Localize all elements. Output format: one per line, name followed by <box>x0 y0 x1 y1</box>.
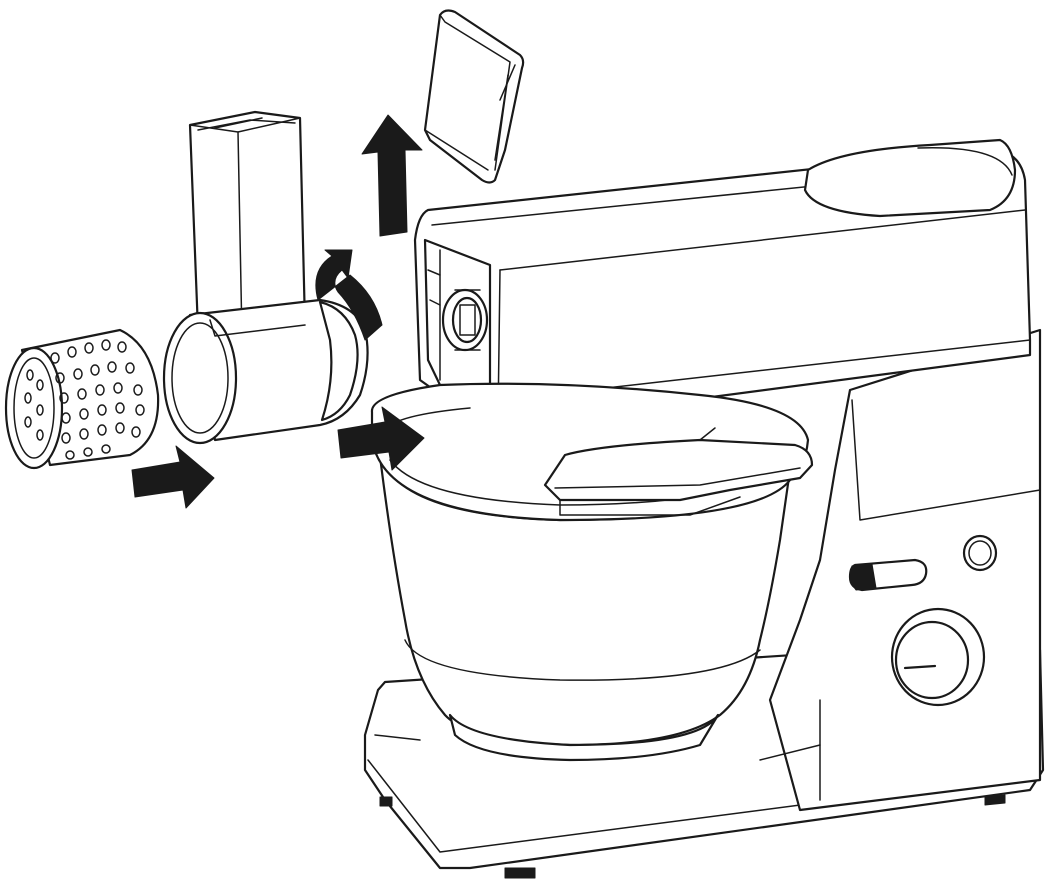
arrow-remove-cover-icon <box>361 114 423 237</box>
lever-icon <box>848 558 928 592</box>
arrow-rotate-lock-icon <box>315 249 383 341</box>
cover-plate-icon <box>423 9 525 184</box>
arrow-insert-drum-icon <box>131 445 215 509</box>
dial-icon <box>890 607 986 707</box>
stand-mixer-icon <box>363 138 1045 879</box>
arrow-attach-housing-icon <box>337 406 425 471</box>
splash-guard-icon <box>543 427 814 516</box>
perforated-drum-icon <box>4 328 160 470</box>
power-button-icon <box>962 534 998 572</box>
food-feeder-tube-icon <box>162 110 369 445</box>
